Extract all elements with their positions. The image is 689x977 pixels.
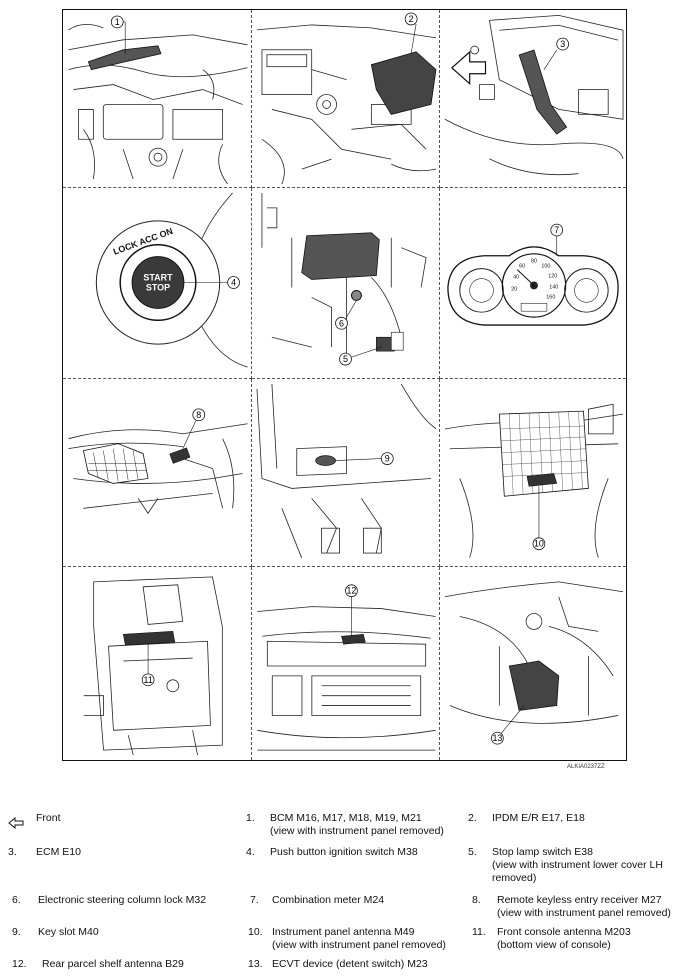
- callout-3: 3: [560, 39, 565, 49]
- panel-parcel-shelf-antenna: 12: [252, 567, 440, 760]
- speed-tick: 80: [531, 259, 537, 265]
- button-start-label: START: [143, 273, 173, 283]
- panel-ecvt-device: 13: [440, 567, 626, 760]
- ecvt-device-illustration: 13: [444, 581, 624, 745]
- button-stop-label: STOP: [146, 282, 170, 292]
- key-slot-illustration: 9: [256, 383, 437, 559]
- instrument-antenna-illustration: 10: [444, 403, 624, 558]
- callout-13: 13: [492, 733, 502, 743]
- callout-2: 2: [409, 14, 414, 24]
- speed-tick: 140: [549, 284, 558, 290]
- steering-lock-illustration: 6 5: [261, 192, 427, 366]
- keyless-receiver-illustration: 8: [68, 408, 248, 514]
- ecm-illustration: 3: [444, 14, 624, 176]
- panel-steering-lock: 6 5: [252, 188, 440, 379]
- front-arrow-icon: [450, 50, 487, 85]
- panel-instrument-antenna: 10: [440, 379, 626, 567]
- callout-9: 9: [385, 454, 390, 464]
- panel-key-slot: 9: [252, 379, 440, 567]
- panel-ipdm: 2: [252, 10, 440, 188]
- callout-6: 6: [339, 318, 344, 328]
- callout-7: 7: [554, 225, 559, 235]
- callout-8: 8: [196, 410, 201, 420]
- callout-5: 5: [343, 354, 348, 364]
- component-location-diagram: 1 2: [62, 9, 627, 761]
- speed-tick: 40: [513, 275, 519, 281]
- speed-tick: 160: [546, 294, 555, 300]
- speed-tick: 20: [511, 286, 517, 292]
- legend-front: Front: [0, 808, 200, 829]
- speed-tick: 60: [519, 264, 525, 270]
- console-antenna-illustration: 11: [83, 576, 223, 756]
- panel-console-antenna: 11: [63, 567, 252, 760]
- ipdm-illustration: 2: [256, 12, 437, 185]
- parcel-shelf-antenna-illustration: 12: [257, 584, 436, 751]
- callout-4: 4: [231, 277, 236, 287]
- front-arrow-icon: [8, 817, 24, 829]
- speed-tick: 100: [541, 264, 550, 270]
- legend: Front 1. BCM M16, M17, M18, M19, M21 (vi…: [0, 808, 689, 977]
- bcm-illustration: 1: [68, 15, 248, 185]
- panel-ecm: 3: [440, 10, 626, 188]
- panel-keyless-receiver: 8: [63, 379, 252, 567]
- panel-bcm: 1: [63, 10, 252, 188]
- callout-1: 1: [115, 17, 120, 27]
- figure-code: ALKIA0237ZZ: [567, 764, 605, 770]
- legend-front-label: Front: [36, 812, 61, 824]
- panel-combination-meter: 40 60 80 100 120 140 160 20 7: [440, 188, 626, 379]
- callout-12: 12: [346, 586, 356, 596]
- ignition-switch-illustration: LOCK ACC ON START STOP 4: [95, 192, 248, 368]
- panel-push-button-ignition: LOCK ACC ON START STOP 4: [63, 188, 252, 379]
- speed-tick: 120: [548, 274, 557, 280]
- combination-meter-illustration: 40 60 80 100 120 140 160 20 7: [447, 223, 619, 326]
- callout-11: 11: [143, 675, 152, 685]
- callout-10: 10: [534, 539, 544, 549]
